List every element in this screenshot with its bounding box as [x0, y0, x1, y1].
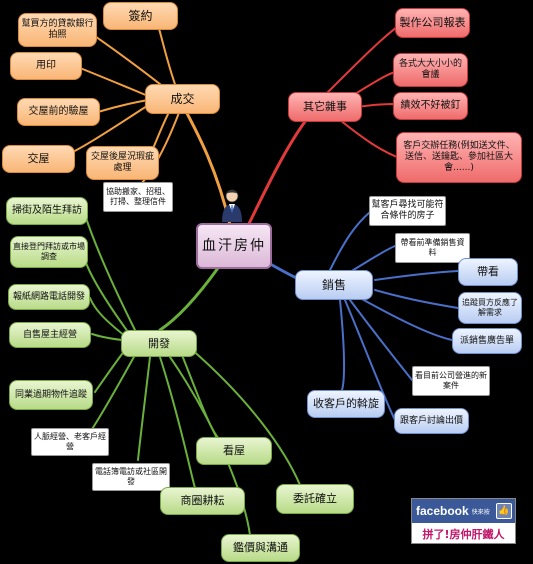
deal-item-contract: 簽約	[103, 2, 178, 30]
develop-item-cold-visit: 掃街及陌生拜訪	[6, 197, 88, 225]
sales-item-showing: 帶看	[458, 258, 518, 286]
center-node: 血汗房仲	[196, 223, 272, 269]
sales-item-new-listings: 看目前公司營進的新案件	[412, 366, 490, 396]
facebook-logo: facebook	[416, 504, 469, 518]
person-icon	[222, 189, 242, 222]
deal-branch-node: 成交	[145, 84, 220, 114]
deal-item-seal: 用印	[10, 52, 82, 80]
develop-item-fsbo: 自售屋主經營	[9, 322, 91, 348]
develop-item-listing-confirmed: 委託確立	[276, 484, 354, 514]
deal-item-handover: 交屋	[2, 145, 75, 173]
develop-item-door-visit: 直接登門拜訪或市場調查	[10, 236, 88, 268]
sales-sub-deposit: 收客戶的斡旋	[307, 390, 385, 418]
sales-item-prepare-materials: 帶看前準備銷售資料	[395, 233, 470, 263]
sales-item-flyers: 派銷售廣告單	[452, 328, 522, 354]
develop-item-district-farming: 商圈耕耘	[160, 487, 245, 515]
facebook-like-badge[interactable]: facebook 快來按 👍 拼了!房仲肝鐵人	[411, 498, 516, 544]
connector-center-misc	[243, 113, 312, 234]
deal-item-pre-inspection: 交屋前的驗屋	[17, 98, 100, 126]
deal-item-defect-handling: 交屋後屋況瑕疵處理	[86, 146, 159, 180]
develop-branch-node: 開發	[121, 330, 197, 357]
sales-branch-node: 銷售	[295, 270, 373, 300]
develop-item-phone-directory: 電話簿電訪或社區開發	[92, 463, 170, 491]
develop-item-appraisal: 鑑價與溝通	[221, 534, 300, 562]
misc-item-client-errands: 客戶交辦任務(例如送文件、送信、送鑰匙、參加社區大會......)	[396, 132, 522, 183]
badge-caption: 拼了!房仲肝鐵人	[422, 528, 505, 541]
sales-item-discuss-offer: 跟客戶討論出價	[394, 408, 469, 434]
develop-item-networking: 人脈經營、老客戶經營	[31, 428, 109, 456]
misc-item-poor-performance: 績效不好被釘	[393, 92, 468, 120]
center-label: 血汗房仲	[202, 237, 266, 254]
facebook-header: facebook 快來按 👍	[412, 499, 515, 523]
develop-item-media-leads: 報紙網路電話開發	[8, 284, 90, 310]
sales-item-find-houses: 幫客戶尋找可能符合條件的房子	[369, 196, 446, 226]
develop-item-expired-listings: 同業過期物件追蹤	[9, 380, 93, 410]
thumbs-up-icon: 👍	[496, 503, 512, 519]
deal-item-bank-photo: 幫買方的貸款銀行拍照	[18, 13, 97, 47]
develop-item-viewing: 看屋	[196, 437, 272, 465]
deal-item-move-assist: 協助搬家、招租、打掃、整理信件	[103, 182, 173, 212]
sales-item-track-buyer: 追蹤買方反應了解需求	[458, 292, 522, 324]
connector-center-develop	[158, 266, 220, 332]
misc-item-meetings: 各式大大小小的會議	[393, 53, 468, 87]
misc-item-reports: 製作公司報表	[395, 8, 470, 38]
facebook-sub-label: 快來按	[471, 508, 490, 516]
misc-branch-node: 其它雜事	[288, 92, 362, 122]
